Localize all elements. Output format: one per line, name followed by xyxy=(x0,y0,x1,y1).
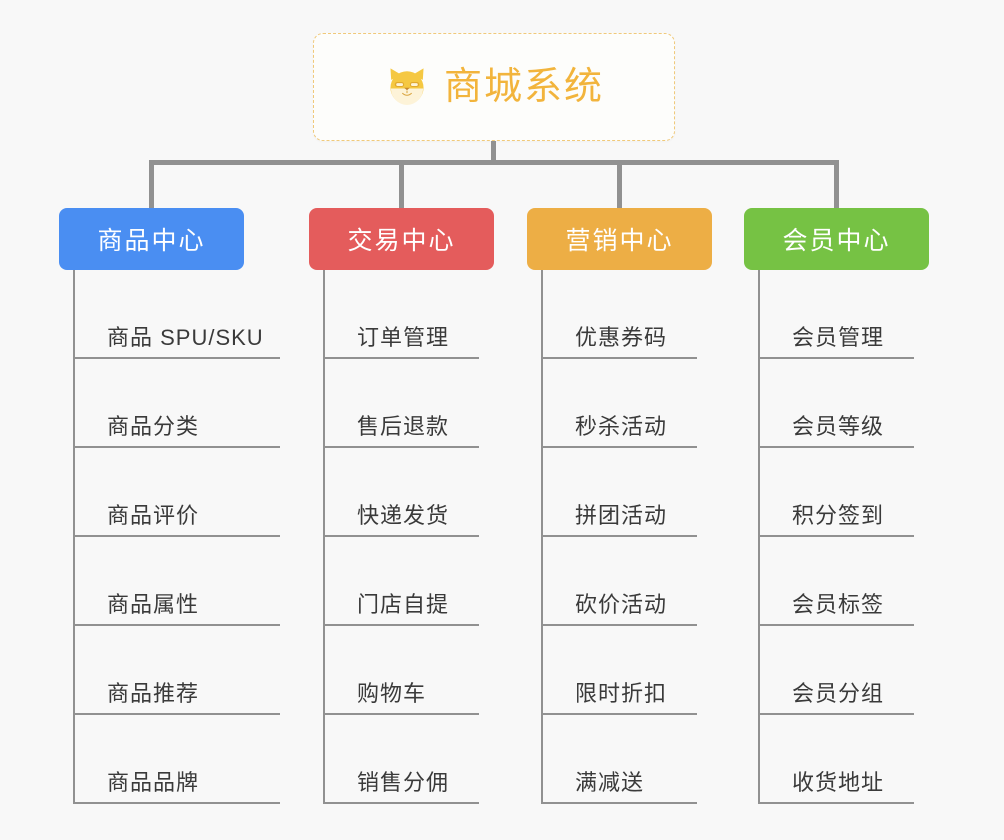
list-item[interactable]: 积分签到 xyxy=(760,448,914,537)
category-box-1[interactable]: 商品中心 xyxy=(59,208,244,270)
list-item[interactable]: 商品 SPU/SKU xyxy=(75,278,280,359)
child-list-4: 会员管理 会员等级 积分签到 会员标签 会员分组 收货地址 xyxy=(758,270,929,804)
branch-column-4: 会员中心 会员管理 会员等级 积分签到 会员标签 会员分组 收货地址 xyxy=(744,208,929,804)
list-item[interactable]: 门店自提 xyxy=(325,537,479,626)
list-item[interactable]: 商品属性 xyxy=(75,537,280,626)
list-item[interactable]: 快递发货 xyxy=(325,448,479,537)
list-item[interactable]: 商品分类 xyxy=(75,359,280,448)
list-item[interactable]: 优惠券码 xyxy=(543,278,697,359)
root-node-label: 商城系统 xyxy=(443,66,604,108)
branch-column-3: 营销中心 优惠券码 秒杀活动 拼团活动 砍价活动 限时折扣 满减送 xyxy=(527,208,712,804)
connector-drop-4 xyxy=(834,160,839,208)
list-item[interactable]: 售后退款 xyxy=(325,359,479,448)
category-label-1: 商品中心 xyxy=(97,227,206,255)
category-label-3: 营销中心 xyxy=(565,227,674,255)
category-box-3[interactable]: 营销中心 xyxy=(527,208,712,270)
branch-column-2: 交易中心 订单管理 售后退款 快递发货 门店自提 购物车 销售分佣 xyxy=(309,208,494,804)
root-node[interactable]: 商城系统 xyxy=(313,33,675,141)
list-item[interactable]: 限时折扣 xyxy=(543,626,697,715)
list-item[interactable]: 会员等级 xyxy=(760,359,914,448)
list-item[interactable]: 商品品牌 xyxy=(75,715,280,804)
category-label-2: 交易中心 xyxy=(347,227,456,255)
list-item[interactable]: 收货地址 xyxy=(760,715,914,804)
list-item[interactable]: 商品评价 xyxy=(75,448,280,537)
connector-drop-3 xyxy=(617,160,622,208)
child-list-3: 优惠券码 秒杀活动 拼团活动 砍价活动 限时折扣 满减送 xyxy=(541,270,712,804)
connector-horizontal-bus xyxy=(149,160,839,165)
category-box-4[interactable]: 会员中心 xyxy=(744,208,929,270)
list-item[interactable]: 砍价活动 xyxy=(543,537,697,626)
child-list-1: 商品 SPU/SKU 商品分类 商品评价 商品属性 商品推荐 商品品牌 xyxy=(73,270,280,804)
list-item[interactable]: 订单管理 xyxy=(325,278,479,359)
connector-root-stem xyxy=(491,141,496,163)
list-item[interactable]: 购物车 xyxy=(325,626,479,715)
connector-drop-1 xyxy=(149,160,154,208)
category-label-4: 会员中心 xyxy=(782,227,891,255)
list-item[interactable]: 秒杀活动 xyxy=(543,359,697,448)
list-item[interactable]: 会员管理 xyxy=(760,278,914,359)
category-box-2[interactable]: 交易中心 xyxy=(309,208,494,270)
list-item[interactable]: 满减送 xyxy=(543,715,697,804)
connector-drop-2 xyxy=(399,160,404,208)
list-item[interactable]: 拼团活动 xyxy=(543,448,697,537)
list-item[interactable]: 商品推荐 xyxy=(75,626,280,715)
branch-column-1: 商品中心 商品 SPU/SKU 商品分类 商品评价 商品属性 商品推荐 商品品牌 xyxy=(59,208,280,804)
list-item[interactable]: 销售分佣 xyxy=(325,715,479,804)
shiba-dog-icon xyxy=(390,68,424,105)
child-list-2: 订单管理 售后退款 快递发货 门店自提 购物车 销售分佣 xyxy=(323,270,494,804)
list-item[interactable]: 会员标签 xyxy=(760,537,914,626)
list-item[interactable]: 会员分组 xyxy=(760,626,914,715)
